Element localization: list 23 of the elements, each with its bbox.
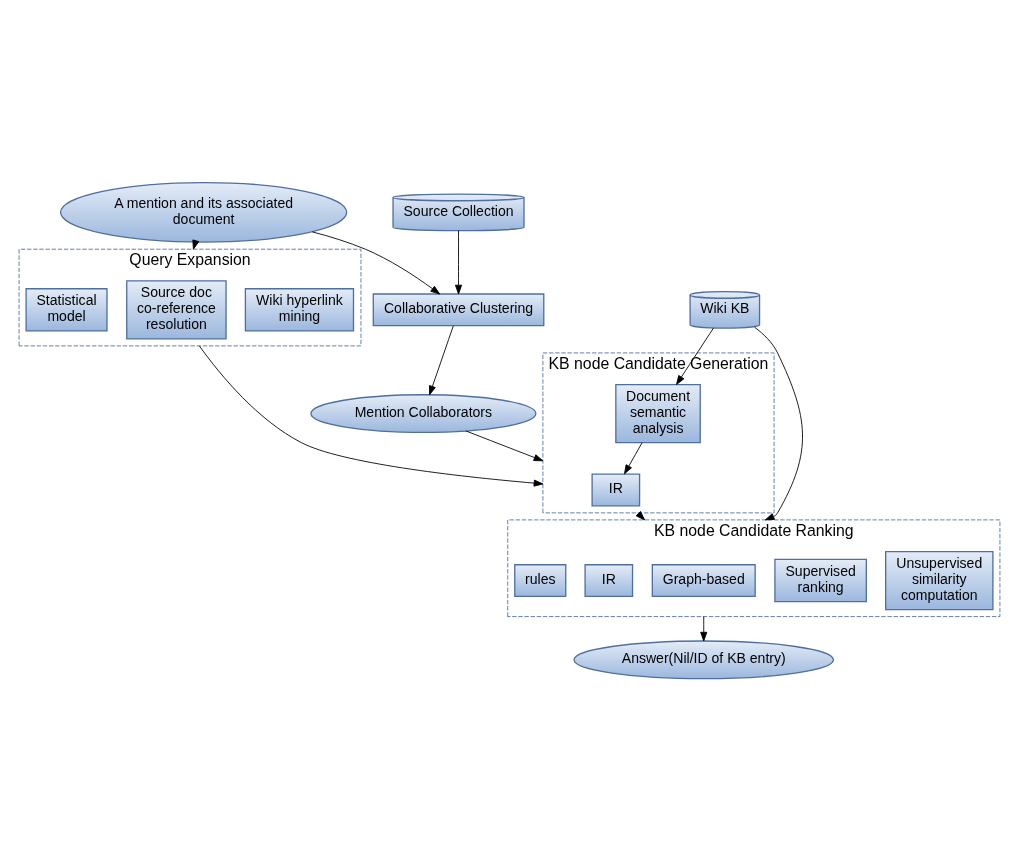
arrow — [676, 327, 714, 385]
node-box: Document semantic analysis — [615, 383, 701, 444]
node-box: rules — [514, 564, 567, 598]
arrow — [754, 326, 803, 521]
node-box: Statistical model — [25, 288, 108, 332]
node-box: Collaborative Clustering — [372, 293, 545, 327]
node-box: Wiki hyperlink mining — [244, 288, 355, 332]
arrow — [700, 616, 708, 642]
arrow — [635, 511, 645, 521]
arrow — [624, 442, 643, 475]
node-box: Graph-based — [651, 564, 756, 598]
arrow — [311, 231, 441, 295]
node-box: Source doc co-reference resolution — [126, 280, 227, 340]
node-box: Unsupervised similarity computation — [885, 550, 994, 611]
arrow — [465, 430, 544, 462]
node-box: IR — [584, 564, 634, 598]
arrow — [198, 345, 544, 487]
arrow — [455, 230, 463, 295]
node-ellipse: Mention Collaborators — [310, 394, 537, 434]
node-ellipse: Answer(Nil/ID of KB entry) — [573, 640, 835, 680]
node-box: IR — [591, 473, 641, 507]
arrow — [429, 325, 454, 396]
node-box: Supervised ranking — [774, 558, 867, 603]
